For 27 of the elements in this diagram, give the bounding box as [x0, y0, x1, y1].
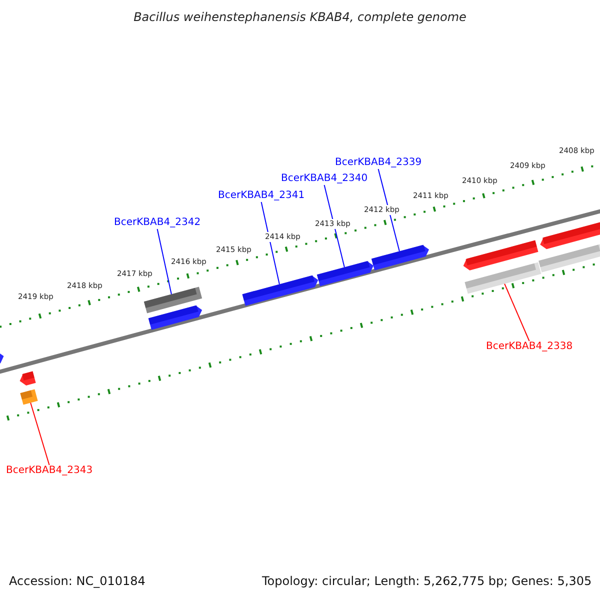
- diagram-title: Bacillus weihenstephanensis KBAB4, complete genome: [132, 10, 468, 24]
- gene-feature: [540, 222, 600, 250]
- leader-line: [378, 168, 400, 252]
- footer-text: Accession: NC_010184: [9, 574, 146, 588]
- gene-feature: [242, 275, 318, 306]
- gene-feature: [463, 240, 538, 270]
- gene-label: BcerKBAB4_2340: [281, 173, 368, 185]
- gene-feature: [20, 389, 38, 405]
- gene-label: BcerKBAB4_2339: [335, 157, 422, 169]
- gene-feature: [148, 305, 202, 330]
- gene-feature: [20, 371, 36, 386]
- leader-line: [504, 283, 530, 342]
- footer-text: Topology: circular; Length: 5,262,775 bp; Genes: 5,305: [262, 574, 592, 588]
- gene-feature: [0, 351, 4, 366]
- gene-label: BcerKBAB4_2342: [114, 217, 201, 229]
- leader-line: [260, 202, 280, 285]
- gene-feature: [464, 262, 542, 294]
- gene-label: BcerKBAB4_2338: [486, 341, 573, 353]
- gene-feature: [144, 286, 202, 314]
- leader-line: [324, 184, 345, 268]
- gene-feature: [316, 260, 374, 286]
- gene-label: BcerKBAB4_2343: [6, 465, 93, 477]
- leader-line: [30, 402, 50, 466]
- leader-line: [156, 228, 172, 295]
- gene-feature: [371, 244, 429, 270]
- gene-label: BcerKBAB4_2341: [218, 190, 305, 202]
- gene-feature: [538, 244, 600, 272]
